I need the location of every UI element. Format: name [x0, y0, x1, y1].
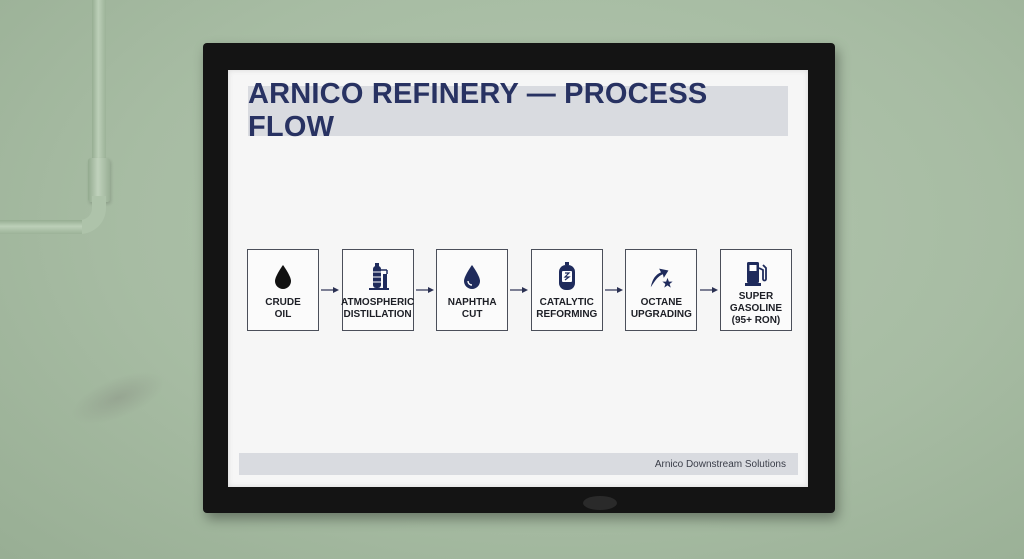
step-crude-oil: CRUDE OIL — [247, 249, 319, 331]
frame-bottom-clip — [583, 496, 617, 510]
flow-arrow — [604, 285, 624, 295]
flow-arrow — [699, 285, 719, 295]
distillation-column-icon — [365, 262, 391, 292]
flow-arrow — [509, 285, 529, 295]
water-drop-icon — [459, 262, 485, 292]
step-catalytic-reforming: CATALYTIC REFORMING — [530, 249, 603, 331]
step-label: NAPHTHA CUT — [447, 297, 497, 320]
footer-band: Arnico Downstream Solutions — [239, 453, 798, 475]
step-naphtha-cut: NAPHTHA CUT — [436, 249, 509, 331]
step-octane-upgrading: OCTANE UPGRADING — [625, 249, 698, 331]
arrow-star-icon — [648, 262, 674, 292]
conduit-pipe-horizontal — [0, 220, 82, 234]
step-label: OCTANE UPGRADING — [630, 297, 692, 320]
conduit-coupling — [88, 158, 110, 202]
process-flow: CRUDE OIL ATMOSPHERIC DISTILLATION — [247, 247, 792, 333]
step-label: CRUDE OIL — [265, 297, 301, 320]
reactor-vessel-icon — [554, 262, 580, 292]
title-band: ARNICO REFINERY — PROCESS FLOW — [248, 78, 788, 143]
flow-arrow — [320, 285, 340, 295]
step-super-gasoline: SUPER GASOLINE (95+ RON) — [719, 249, 792, 331]
step-label: CATALYTIC REFORMING — [536, 297, 598, 320]
oil-drop-icon — [270, 262, 296, 292]
fuel-pump-icon — [743, 258, 769, 288]
step-label: SUPER GASOLINE (95+ RON) — [729, 291, 783, 326]
wall-conduit-pipe — [92, 0, 106, 205]
process-flow-poster: ARNICO REFINERY — PROCESS FLOW CRUDE OIL — [228, 70, 808, 487]
step-atmospheric-distillation: ATMOSPHERIC DISTILLATION — [341, 249, 415, 331]
wall-scuff-mark — [64, 360, 172, 436]
flow-arrow — [415, 285, 435, 295]
footer-company: Arnico Downstream Solutions — [654, 458, 786, 470]
poster-title: ARNICO REFINERY — PROCESS FLOW — [248, 78, 708, 143]
step-label: ATMOSPHERIC DISTILLATION — [341, 297, 415, 320]
